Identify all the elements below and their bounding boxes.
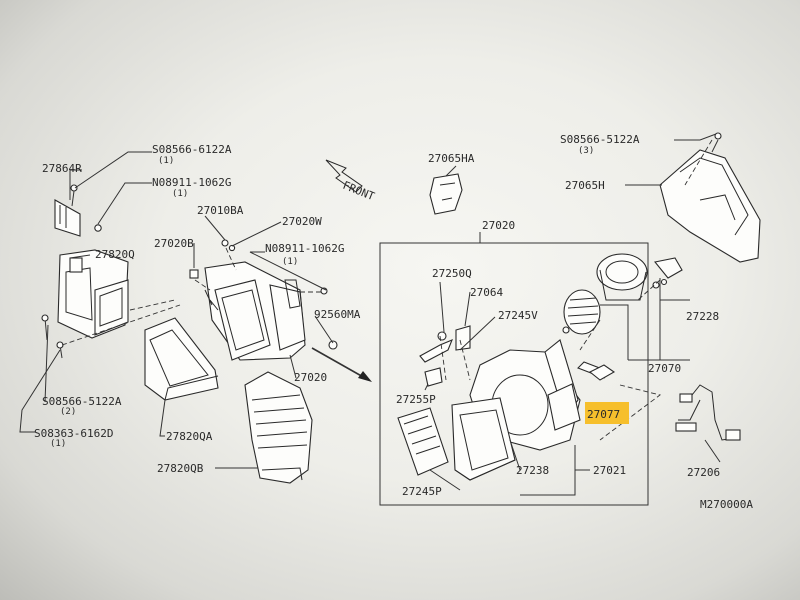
clip-27065HA <box>429 173 463 215</box>
label-screw-08566-6122A: S08566-6122A <box>152 143 232 156</box>
label-27021: 27021 <box>593 464 626 477</box>
harness-27206 <box>675 384 741 441</box>
housing-27238 <box>451 397 516 481</box>
label-qty: (3) <box>578 146 594 156</box>
resistor-27077 <box>577 361 616 381</box>
label-27820Q: 27820Q <box>95 248 135 261</box>
screws-left <box>41 314 64 359</box>
label-screw-08566-5122A-2: S08566-5122A <box>560 133 640 146</box>
label-27820QB: 27820QB <box>157 462 204 475</box>
label-27864R: 27864R <box>42 162 82 175</box>
label-27255P: 27255P <box>396 393 436 406</box>
label-92560MA: 92560MA <box>314 308 361 321</box>
bracket-27864R <box>54 184 102 237</box>
label-27065HA: 27065HA <box>428 152 475 165</box>
label-27020-box: 27020 <box>482 219 515 232</box>
label-27010BA: 27010BA <box>197 204 244 217</box>
label-nut-08911-1062G-2: N08911-1062G <box>265 242 344 255</box>
label-27070: 27070 <box>648 362 681 375</box>
duct-27820QB <box>244 371 313 484</box>
label-27064: 27064 <box>470 286 503 299</box>
blower-motor-27228 <box>596 253 683 301</box>
label-27245V: 27245V <box>498 309 538 322</box>
part-labels: S08566-6122A (1) 27864R N08911-1062G (1)… <box>34 133 753 511</box>
assembly-arrow <box>311 347 372 382</box>
front-direction-indicator <box>325 159 363 193</box>
lever-27250Q <box>419 331 453 363</box>
diagram-id: M270000A <box>700 498 753 511</box>
part-27077-highlight <box>585 402 629 424</box>
duct-27820QA <box>144 317 219 401</box>
duct-27820Q <box>57 249 129 339</box>
screw-27020B <box>189 269 199 279</box>
label-27065H: 27065H <box>565 179 605 192</box>
label-front: FRONT <box>341 179 377 204</box>
label-27228: 27228 <box>686 310 719 323</box>
label-qty: (1) <box>158 156 174 166</box>
label-27020W: 27020W <box>282 215 322 228</box>
label-27250Q: 27250Q <box>432 267 472 280</box>
assembly-frame <box>379 232 649 506</box>
label-27077: 27077 <box>587 408 620 421</box>
label-27020B: 27020B <box>154 237 194 250</box>
filter-27245P <box>397 407 449 476</box>
label-screw-08566-5122A: S08566-5122A <box>42 395 122 408</box>
label-nut-08911-1062G: N08911-1062G <box>152 176 231 189</box>
label-27245P: 27245P <box>402 485 442 498</box>
label-27238: 27238 <box>516 464 549 477</box>
intake-unit-left <box>204 239 338 361</box>
label-qty: (1) <box>50 439 66 449</box>
cover-27065H <box>659 132 761 263</box>
bracket-27064 <box>455 325 471 351</box>
blower-fan-27070 <box>562 289 601 335</box>
label-27820QA: 27820QA <box>166 430 213 443</box>
label-27020-left: 27020 <box>294 371 327 384</box>
label-27206: 27206 <box>687 466 720 479</box>
label-qty: (1) <box>172 189 188 199</box>
label-qty: (1) <box>282 257 298 267</box>
label-qty: (2) <box>60 407 76 417</box>
part-27255P <box>424 367 443 387</box>
label-screw-08363-6162D: S08363-6162D <box>34 427 113 440</box>
